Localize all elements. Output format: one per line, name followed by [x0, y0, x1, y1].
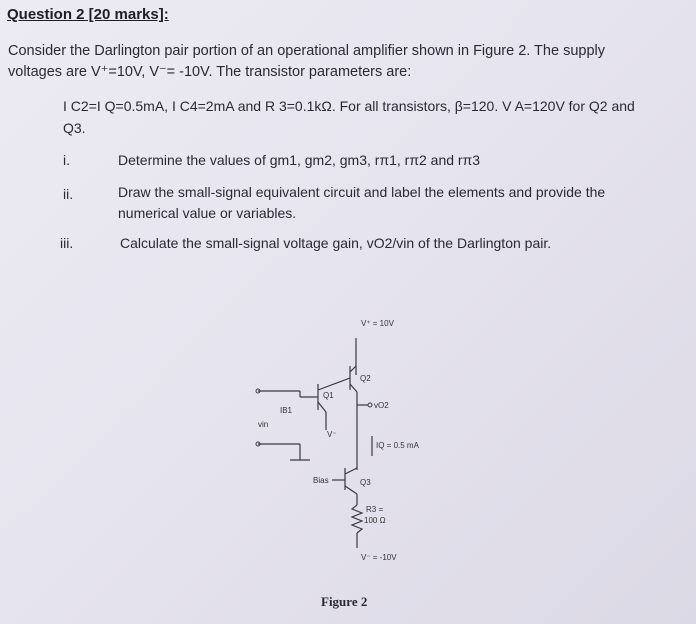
item-number: i. — [63, 152, 70, 168]
item-text: Determine the values of gm1, gm2, gm3, r… — [118, 152, 481, 168]
figure-caption: Figure 2 — [321, 594, 368, 609]
item-text: Draw the small-signal equivalent circuit… — [118, 184, 606, 200]
params-line-1: I C2=I Q=0.5mA, I C4=2mA and R 3=0.1kΩ. … — [63, 98, 635, 114]
intro-line-1: Consider the Darlington pair portion of … — [8, 43, 605, 59]
label-vminus-q1: V⁻ — [327, 430, 337, 439]
intro-line-2: voltages are V⁺=10V, V⁻= -10V. The trans… — [8, 64, 412, 80]
label-q3: Q3 — [360, 478, 371, 487]
item-number: iii. — [60, 235, 74, 251]
label-ib1: IB1 — [280, 406, 293, 415]
label-q1: Q1 — [323, 391, 334, 400]
label-bias: Bias — [313, 476, 329, 485]
label-r3: R3 = — [366, 505, 383, 514]
label-iq: IQ = 0.5 mA — [376, 441, 420, 450]
item-number: ii. — [63, 186, 74, 202]
item-text: Calculate the small-signal voltage gain,… — [120, 235, 552, 251]
label-vplus: V⁺ = 10V — [361, 319, 395, 328]
label-vo2: vO2 — [374, 401, 389, 410]
label-r3-value: 100 Ω — [364, 516, 386, 525]
question-title: Question 2 [20 marks]: — [7, 6, 169, 23]
item-text-continued: numerical value or variables. — [118, 205, 297, 221]
label-q2: Q2 — [360, 374, 371, 383]
label-vminus: V⁻ = -10V — [361, 553, 397, 562]
params-line-2: Q3. — [63, 120, 86, 136]
label-vin: vin — [258, 420, 268, 429]
